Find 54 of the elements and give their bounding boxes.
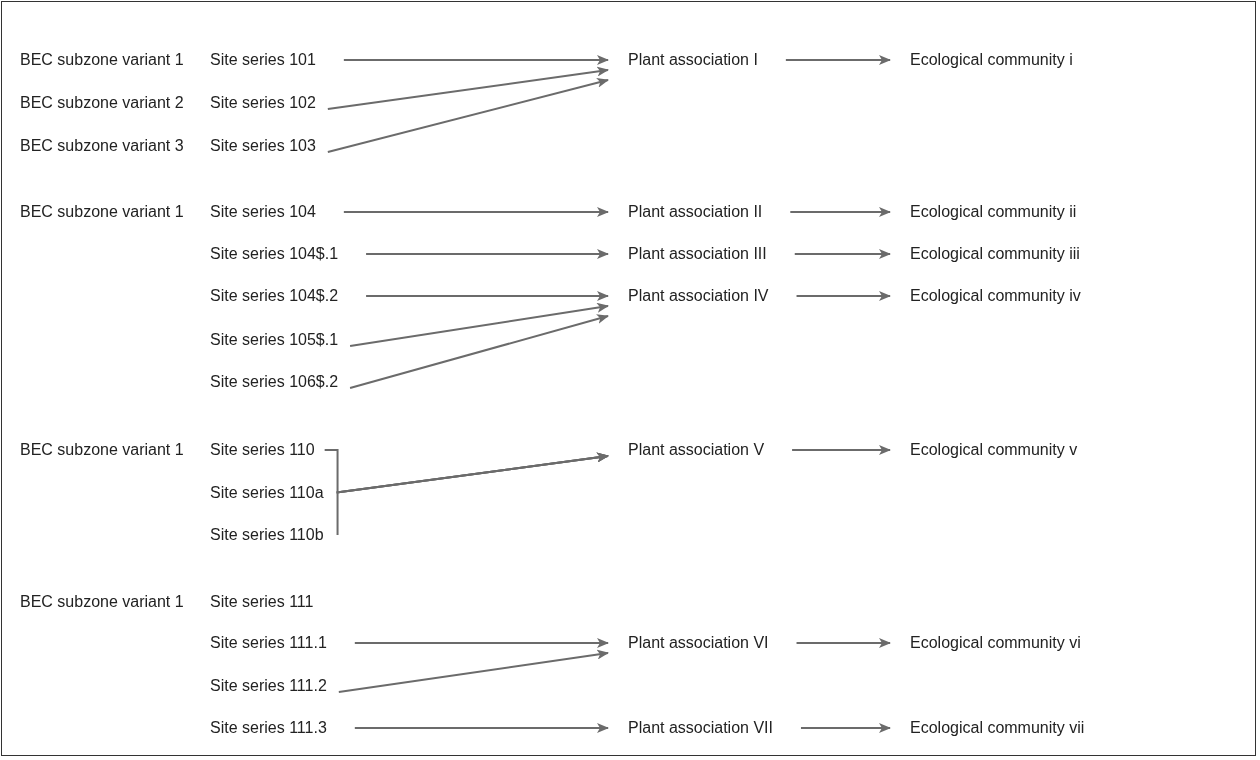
row-label: BEC subzone variant 2: [20, 93, 184, 113]
node-label: Site series 104$.1: [210, 243, 339, 265]
node-label: Plant association V: [628, 439, 765, 461]
arrow: [353, 638, 609, 648]
node-label: Ecological community iv: [910, 285, 1081, 307]
node-label: Ecological community v: [910, 439, 1078, 461]
row-label: BEC subzone variant 1: [20, 202, 184, 222]
node-label: Ecological community vii: [910, 717, 1085, 739]
arrow: [799, 723, 891, 733]
arrow: [365, 249, 609, 259]
node-label: Ecological community ii: [910, 201, 1077, 223]
node-label: Site series 104: [210, 201, 316, 223]
arrow: [326, 77, 609, 153]
node-label: Plant association VI: [628, 632, 769, 654]
arrow: [365, 291, 609, 301]
node-label: Site series 111.1: [210, 632, 327, 654]
node-label: Ecological community i: [910, 49, 1073, 71]
row-label: BEC subzone variant 1: [20, 592, 184, 612]
node-label: Site series 101: [210, 49, 316, 71]
node-label: Plant association VII: [628, 717, 773, 739]
arrow: [784, 55, 891, 65]
node-label: Site series 110b: [210, 524, 324, 546]
node-label: Site series 110a: [210, 482, 324, 504]
node-label: Site series 105$.1: [210, 329, 339, 351]
arrow: [349, 302, 609, 347]
arrow: [337, 649, 609, 693]
node-label: Plant association III: [628, 243, 767, 265]
node-label: Ecological community vi: [910, 632, 1081, 654]
row-label: BEC subzone variant 3: [20, 136, 184, 156]
arrow: [335, 452, 609, 536]
node-label: Site series 103: [210, 135, 316, 157]
arrow: [795, 638, 891, 648]
arrow: [349, 314, 609, 389]
row-label: BEC subzone variant 1: [20, 440, 184, 460]
arrow: [795, 291, 891, 301]
arrow: [326, 66, 609, 110]
arrow: [793, 249, 891, 259]
node-label: Site series 110: [210, 439, 315, 461]
node-label: Site series 106$.2: [210, 371, 339, 393]
arrow: [342, 207, 609, 217]
row-label: BEC subzone variant 1: [20, 50, 184, 70]
arrow: [791, 445, 891, 455]
node-label: Ecological community iii: [910, 243, 1080, 265]
arrow: [342, 55, 609, 65]
arrow: [789, 207, 891, 217]
row-label: Site series 111: [210, 592, 314, 612]
node-label: Plant association IV: [628, 285, 769, 307]
node-label: Site series 102: [210, 92, 316, 114]
arrow: [353, 723, 609, 733]
node-label: Plant association I: [628, 49, 758, 71]
node-label: Site series 111.3: [210, 717, 327, 739]
node-label: Site series 111.2: [210, 675, 327, 697]
node-label: Site series 104$.2: [210, 285, 339, 307]
node-label: Plant association II: [628, 201, 763, 223]
